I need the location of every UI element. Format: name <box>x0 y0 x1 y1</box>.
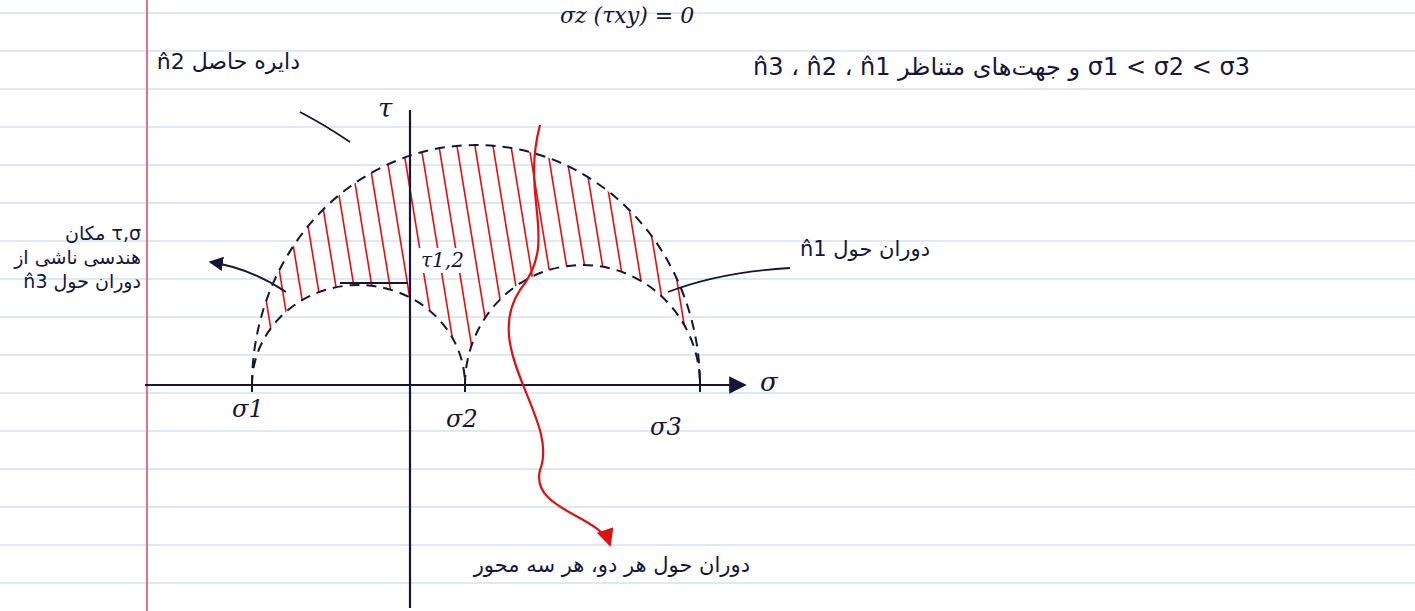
hatch-line <box>474 140 514 385</box>
ruled-line <box>0 355 1415 356</box>
hatch-line <box>366 140 406 385</box>
red-leader-arrow <box>509 125 610 545</box>
stress-label: σ2 <box>446 404 478 434</box>
ruled-line <box>0 507 1415 508</box>
circle-note: دایره حاصل n̂2 <box>150 48 300 76</box>
hatch-line <box>618 140 658 385</box>
tau-axis <box>409 110 411 608</box>
ruled-line <box>0 545 1415 546</box>
tau12-mark <box>340 282 408 284</box>
leader-arrow <box>210 262 286 292</box>
ruled-paper <box>0 13 1415 583</box>
hatch-line <box>672 140 712 385</box>
hatch-line <box>294 140 334 385</box>
hatch-line <box>636 140 676 385</box>
rotation-note: دوران حول n̂1 <box>800 236 930 262</box>
stress-condition: σz (τxy) = 0 <box>560 2 694 30</box>
ruled-line <box>0 165 1415 166</box>
left-circle <box>252 285 465 385</box>
hatch-line <box>312 140 352 385</box>
leader-line <box>668 268 790 292</box>
ruled-line <box>0 317 1415 318</box>
ruled-line <box>0 469 1415 470</box>
rotation-note: دوران حول هر دو، هر سه محور <box>470 552 750 578</box>
hatch-line <box>546 140 586 385</box>
hatch-line <box>744 140 784 385</box>
locus-note: τ,σ مکان هندسی ناشی از دوران حول n̂3 <box>6 222 141 293</box>
outer-circle <box>252 145 700 385</box>
ruled-line <box>0 241 1415 242</box>
ruled-line <box>0 89 1415 90</box>
right-circle <box>465 265 700 385</box>
ruled-line <box>0 127 1415 128</box>
tick <box>464 378 466 392</box>
stress-label: σ1 <box>232 394 264 424</box>
value-label: τ1,2 <box>418 248 467 273</box>
ruled-line <box>0 431 1415 432</box>
hatch-line <box>600 140 640 385</box>
hatch-line <box>258 140 298 385</box>
tick <box>699 378 701 392</box>
leader-line <box>300 112 350 142</box>
margin-line <box>146 0 148 611</box>
hatch-line <box>726 140 766 385</box>
ruled-line <box>0 13 1415 14</box>
axis-label: τ <box>378 92 392 125</box>
principal-note: σ1 < σ2 < σ3 و جهت‌های متناظر n̂3 ، n̂2 … <box>690 52 1250 82</box>
hatch-line <box>564 140 604 385</box>
axis-label: σ <box>760 366 778 399</box>
stress-label: σ3 <box>650 412 682 442</box>
hatch-line <box>510 140 550 385</box>
tick <box>251 378 253 392</box>
hatch-line <box>654 140 694 385</box>
hatch-line <box>708 140 748 385</box>
hatch-line <box>690 140 730 385</box>
ruled-line <box>0 583 1415 584</box>
sigma-axis <box>145 384 745 386</box>
hatch-line <box>276 140 316 385</box>
hatch-line <box>348 140 388 385</box>
ruled-line <box>0 203 1415 204</box>
ruled-line <box>0 393 1415 394</box>
